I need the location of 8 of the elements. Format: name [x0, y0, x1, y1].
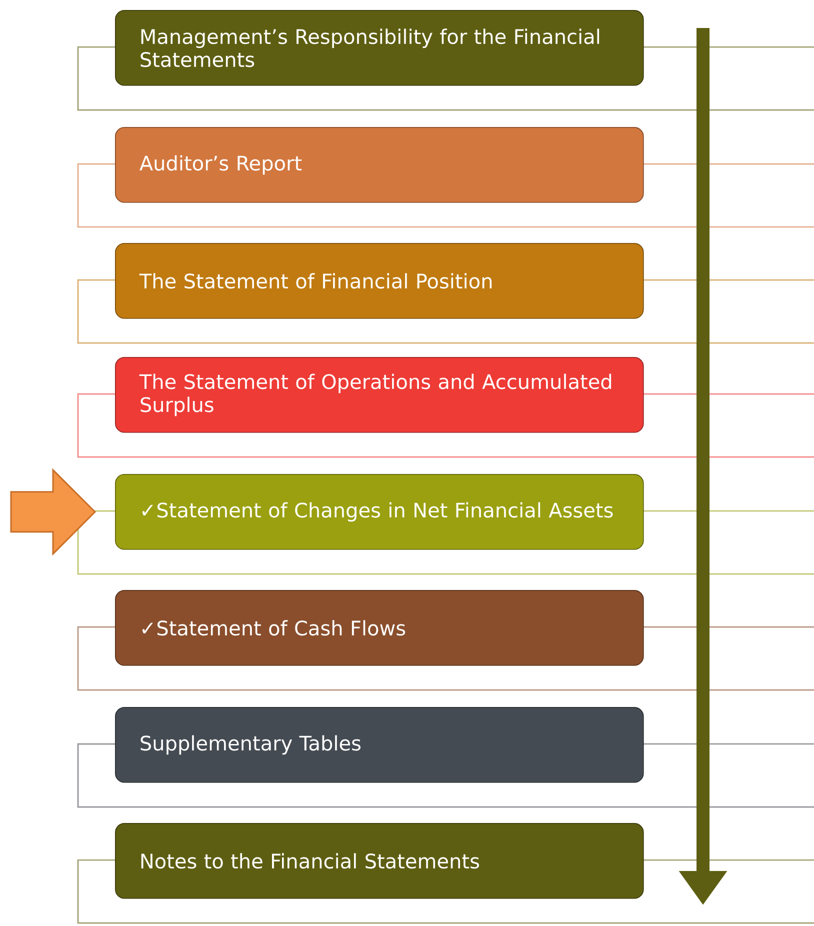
process-box: Auditor’s Report	[115, 127, 644, 203]
process-box: The Statement of Financial Position	[115, 243, 644, 319]
process-box: Supplementary Tables	[115, 707, 644, 783]
process-box: The Statement of Operations and Accumulated Surplus	[115, 357, 644, 433]
process-box: Management’s Responsibility for the Financial Statements	[115, 10, 644, 86]
process-box: Notes to the Financial Statements	[115, 823, 644, 899]
process-box: ✓Statement of Cash Flows	[115, 590, 644, 666]
process-box: ✓Statement of Changes in Net Financial Assets	[115, 474, 644, 550]
